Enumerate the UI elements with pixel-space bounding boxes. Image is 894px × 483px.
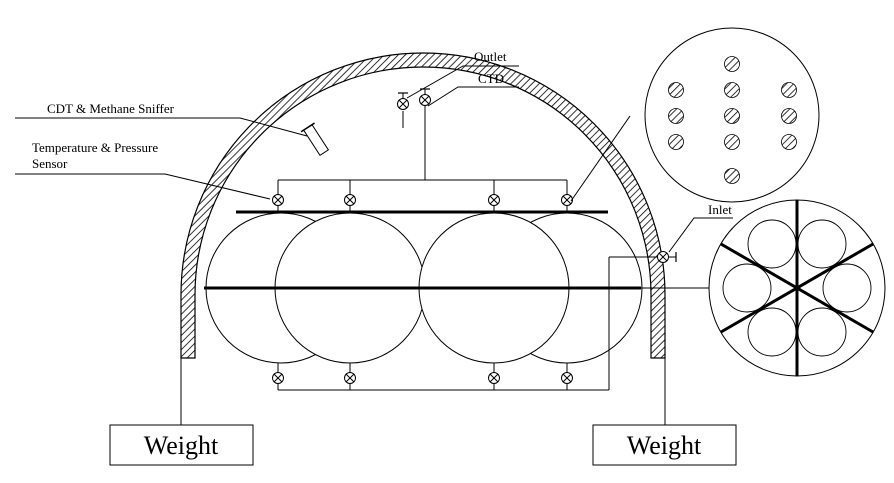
inset-dividers <box>720 200 874 376</box>
inlet-valve-icon[interactable] <box>657 251 669 263</box>
cdt-methane-label: CDT & Methane Sniffer <box>47 101 175 116</box>
ctd-valve-icon[interactable] <box>419 94 431 106</box>
outlet-valve-icon[interactable] <box>397 98 409 110</box>
valve-icon[interactable] <box>488 194 500 206</box>
valve-icon[interactable] <box>561 372 573 384</box>
rod-dots <box>668 56 797 184</box>
valve-icon[interactable] <box>272 372 284 384</box>
outlet-label: Outlet <box>474 49 507 64</box>
weight-right-label: Weight <box>627 431 702 460</box>
weight-left-label: Weight <box>144 431 219 460</box>
valve-icon[interactable] <box>488 372 500 384</box>
weight-box-right <box>592 424 737 466</box>
sniffer-port <box>300 122 330 156</box>
upper-manifold <box>277 100 568 212</box>
valve-icon[interactable] <box>561 194 573 206</box>
weight-box-left <box>109 424 254 466</box>
temp-pressure-label-line2: Sensor <box>32 156 68 171</box>
inlet-label: Inlet <box>708 202 732 217</box>
valve-icon[interactable] <box>344 372 356 384</box>
valve-icon[interactable] <box>272 194 284 206</box>
ctd-label: CTD <box>478 71 504 86</box>
leader-lines <box>15 65 733 253</box>
valve-icon[interactable] <box>344 194 356 206</box>
temp-pressure-label-line1: Temperature & Pressure <box>32 140 158 155</box>
